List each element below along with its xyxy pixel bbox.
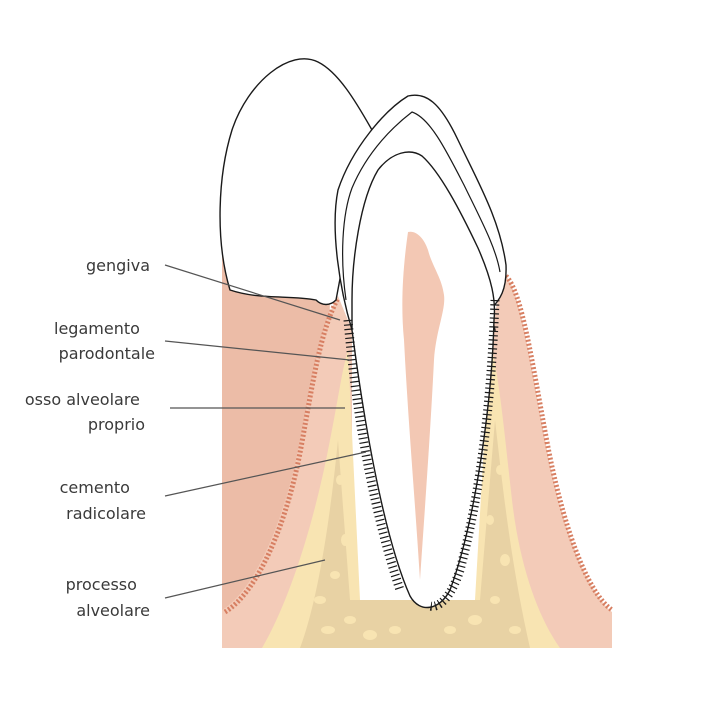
label-cemento: cemento radicolare	[60, 478, 146, 523]
gingiva-edge-left	[223, 296, 341, 615]
label-legamento: legamento parodontale	[54, 319, 155, 363]
periodontal-ligament-left	[343, 319, 405, 592]
label-processo-line2: alveolare	[76, 601, 150, 620]
label-osso: osso alveolare proprio	[25, 390, 145, 434]
front-tooth-enamel-inner	[342, 111, 501, 301]
label-osso-line1: osso alveolare	[25, 390, 140, 409]
label-legamento-line1: legamento	[54, 319, 140, 338]
leader-legamento	[164, 340, 351, 361]
label-processo-line1: processo	[66, 575, 137, 594]
label-gengiva-line1: gengiva	[86, 256, 150, 275]
gingiva-edge-right	[504, 274, 614, 613]
label-cemento-line2: radicolare	[66, 504, 146, 523]
spongy-bone-holes	[314, 465, 521, 640]
label-osso-line2: proprio	[88, 415, 145, 434]
leader-gengiva	[164, 264, 341, 321]
label-gengiva: gengiva	[86, 256, 150, 275]
leader-cemento	[164, 451, 367, 497]
leader-processo	[164, 559, 326, 599]
pulp	[402, 231, 445, 580]
label-processo: processo alveolare	[66, 575, 150, 620]
label-cemento-line1: cemento	[60, 478, 130, 497]
label-legamento-line2: parodontale	[59, 344, 155, 363]
